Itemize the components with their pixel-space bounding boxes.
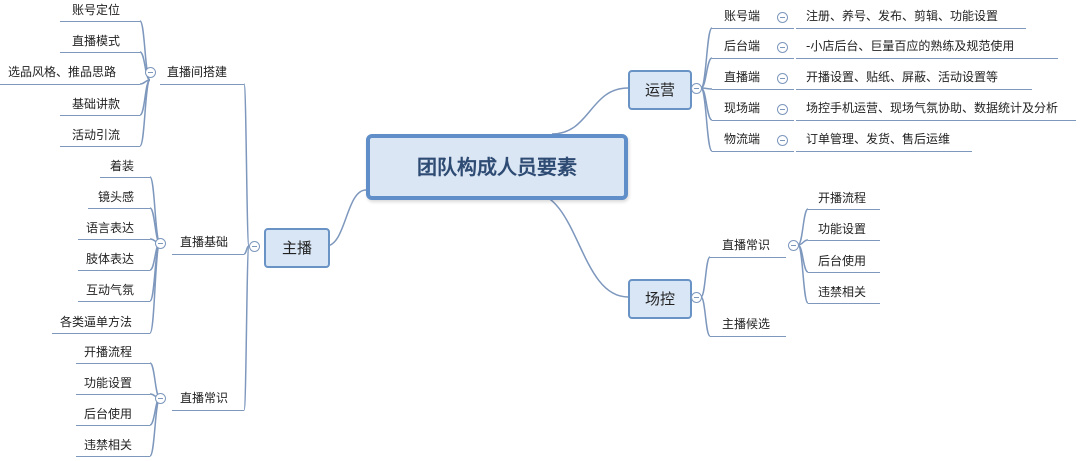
ops-logistics-end-desc[interactable]: 订单管理、发货、售后运维 — [806, 132, 951, 146]
leaf-prohibited-items[interactable]: 违禁相关 — [84, 438, 133, 452]
leaf-camera-presence[interactable]: 镜头感 — [98, 190, 135, 204]
link-root-operations — [551, 87, 629, 135]
collapse-control-icon[interactable] — [691, 292, 702, 303]
ops-live-end[interactable]: 直播端 — [724, 70, 761, 84]
leaf-basic-pitch[interactable]: 基础讲款 — [72, 97, 121, 111]
link-control-group2 — [700, 296, 711, 337]
leaf-feature-settings[interactable]: 功能设置 — [84, 376, 133, 390]
leaf-start-stream-process[interactable]: 开播流程 — [84, 345, 133, 359]
subtopic-anchor-candidates[interactable]: 主播候选 — [722, 317, 771, 331]
link-group3-leaf-3 — [149, 397, 161, 457]
collapse-live-knowledge-left-icon[interactable] — [155, 393, 166, 404]
leaf-live-mode[interactable]: 直播模式 — [72, 34, 121, 48]
leaf-event-traffic[interactable]: 活动引流 — [72, 128, 121, 142]
link-control-leaf-3 — [797, 244, 809, 304]
ops-backend-end-desc[interactable]: -小店后台、巨量百应的熟练及规范使用 — [806, 39, 1015, 53]
leaf-outfit[interactable]: 着装 — [110, 159, 135, 173]
link-group1-leaf-1 — [139, 51, 151, 81]
collapse-live-knowledge-right-icon[interactable] — [788, 240, 799, 251]
leaf-interaction-atmosphere[interactable]: 互动气氛 — [86, 283, 135, 297]
link-anchor-group3 — [243, 245, 250, 411]
collapse-operations-icon[interactable] — [691, 83, 702, 94]
ops-account-end-desc[interactable]: 注册、养号、发布、剪辑、功能设置 — [806, 9, 999, 23]
leaf-body-language[interactable]: 肢体表达 — [86, 252, 135, 266]
subtopic-live-room-setup[interactable]: 直播间搭建 — [167, 65, 228, 79]
topic-anchor[interactable]: 主播 — [264, 228, 330, 268]
link-root-control — [529, 191, 629, 298]
collapse-live-end-icon[interactable] — [777, 73, 788, 84]
collapse-anchor-icon[interactable] — [249, 241, 260, 252]
subtopic-live-basics[interactable]: 直播基础 — [180, 235, 229, 249]
topic-operations[interactable]: 运营 — [628, 70, 692, 110]
ctrl-backend-usage[interactable]: 后台使用 — [818, 254, 867, 268]
collapse-live-basics-icon[interactable] — [155, 238, 166, 249]
subtopic-live-knowledge-left[interactable]: 直播常识 — [180, 391, 229, 405]
topic-control[interactable]: 场控 — [628, 279, 692, 319]
ops-backend-end[interactable]: 后台端 — [724, 39, 761, 53]
root-topic[interactable]: 团队构成人员要素 — [366, 134, 628, 200]
leaf-product-selection[interactable]: 选品风格、推品思路 — [8, 65, 117, 79]
ctrl-prohibited-items[interactable]: 违禁相关 — [818, 285, 867, 299]
link-ops-row-1 — [700, 57, 713, 89]
leaf-backend-usage[interactable]: 后台使用 — [84, 407, 133, 421]
ops-onsite-end[interactable]: 现场端 — [724, 101, 761, 115]
link-group1-leaf-4 — [139, 79, 151, 147]
leaf-verbal-expression[interactable]: 语言表达 — [86, 221, 135, 235]
link-control-group1 — [700, 256, 711, 298]
ops-logistics-end[interactable]: 物流端 — [724, 132, 761, 146]
ops-account-end[interactable]: 账号端 — [724, 9, 761, 23]
ctrl-feature-settings[interactable]: 功能设置 — [818, 222, 867, 236]
ops-live-end-desc[interactable]: 开播设置、贴纸、屏蔽、活动设置等 — [806, 70, 999, 84]
link-control-leaf-0 — [797, 208, 809, 246]
link-root-anchor — [325, 189, 367, 247]
collapse-onsite-end-icon[interactable] — [777, 104, 788, 115]
collapse-backend-end-icon[interactable] — [777, 42, 788, 53]
link-ops-row-4 — [700, 87, 713, 152]
collapse-logistics-end-icon[interactable] — [777, 135, 788, 146]
link-anchor-group1 — [243, 83, 250, 247]
collapse-room-setup-icon[interactable] — [145, 67, 156, 78]
ops-onsite-end-desc[interactable]: 场控手机运营、现场气氛协助、数据统计及分析 — [806, 101, 1059, 115]
leaf-account-positioning[interactable]: 账号定位 — [72, 3, 121, 17]
subtopic-live-knowledge-right[interactable]: 直播常识 — [722, 238, 771, 252]
leaf-closing-methods[interactable]: 各类逼单方法 — [60, 315, 133, 329]
collapse-account-end-icon[interactable] — [777, 12, 788, 23]
ctrl-start-stream-process[interactable]: 开播流程 — [818, 191, 867, 205]
